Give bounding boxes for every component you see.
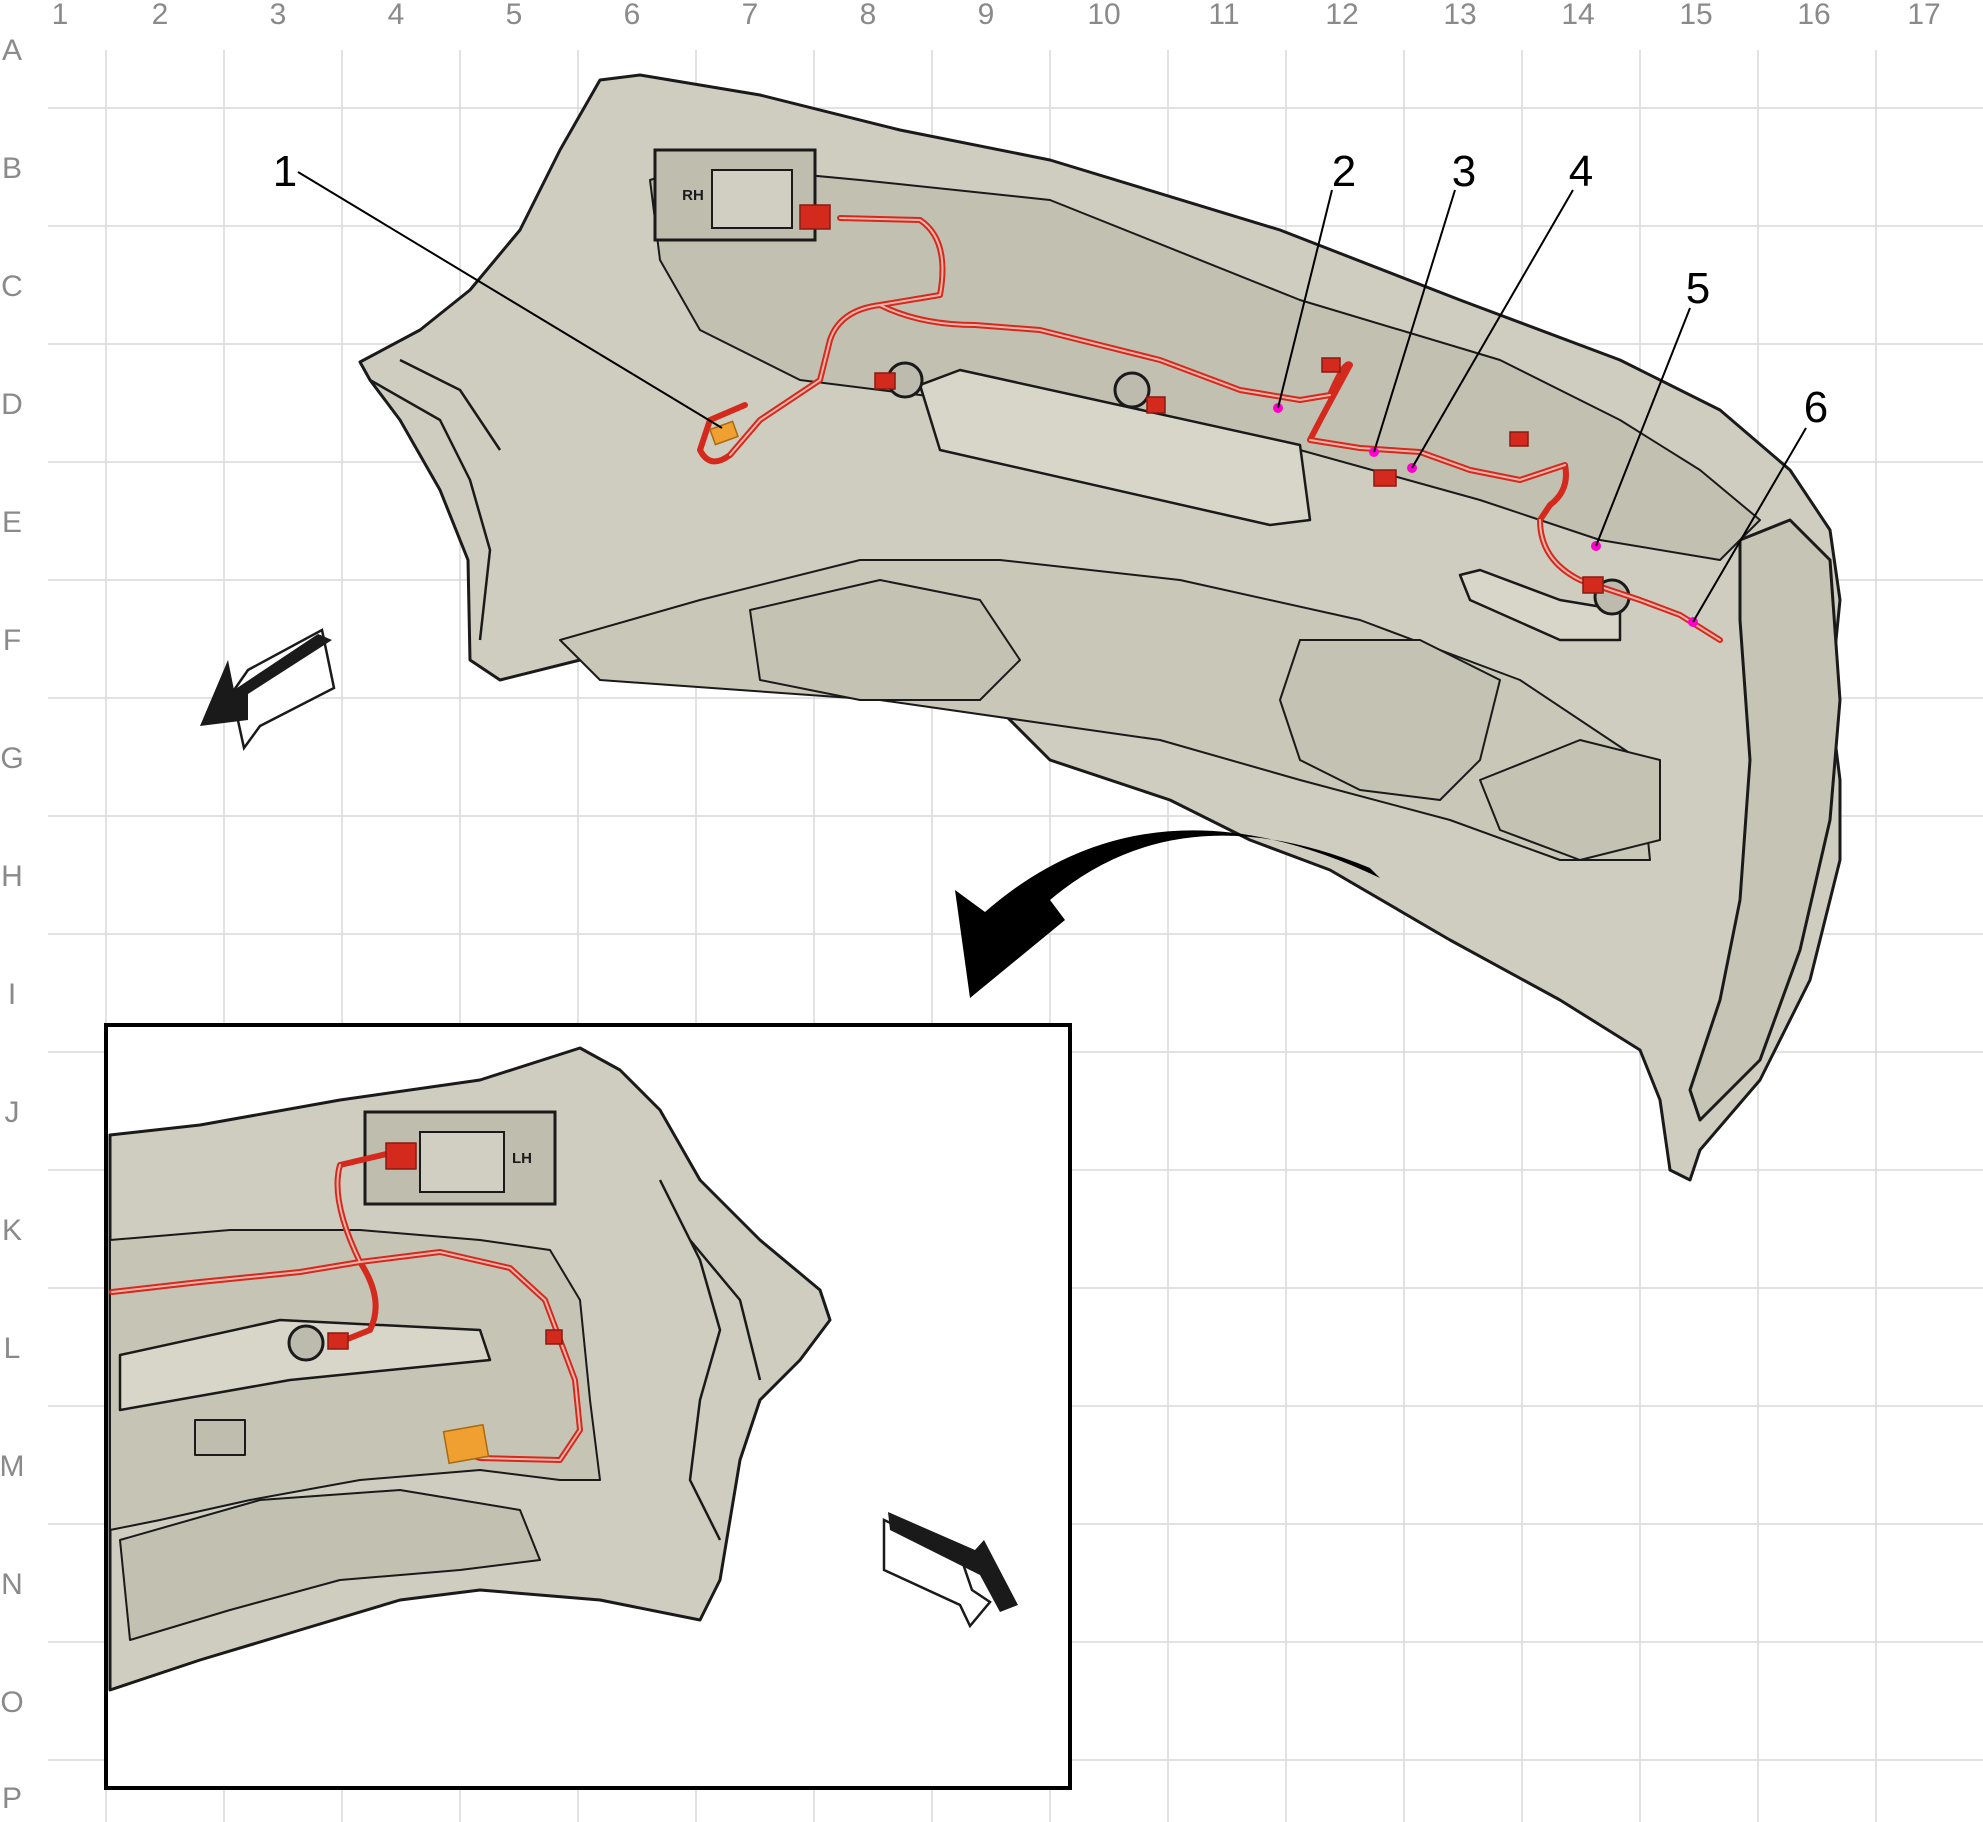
- row-label: M: [0, 1450, 25, 1483]
- inset-end-bracket: [658, 1179, 762, 1541]
- callout-1: 1: [273, 147, 297, 196]
- column-labels: 1 2 3 4 5 6 7 8 9 10 11 12 13 14 15 16 1…: [52, 0, 1941, 31]
- connector: [709, 420, 739, 446]
- row-label: K: [2, 1214, 22, 1247]
- column-label: 12: [1325, 0, 1358, 31]
- wiring-harness-inset: [109, 1149, 583, 1463]
- parking-sensors-top: [886, 361, 1631, 616]
- leader-line: [1411, 189, 1574, 469]
- connector: [385, 1142, 417, 1170]
- inset-plate-slot: [194, 1419, 246, 1456]
- parking-sensor: [287, 1324, 325, 1362]
- column-label: 1: [52, 0, 69, 31]
- arrow-front-face: [200, 634, 332, 726]
- leader-line: [1373, 189, 1456, 453]
- bracket-side-label: RH: [682, 187, 704, 204]
- direction-arrow-icon: [882, 1512, 1018, 1629]
- parking-sensor: [1113, 371, 1151, 409]
- right-absorber-block: [1458, 568, 1622, 642]
- connector: [442, 1423, 490, 1465]
- wiring-harness-top: [697, 215, 1723, 643]
- column-label: 3: [270, 0, 287, 31]
- column-label: 8: [860, 0, 877, 31]
- row-label: E: [2, 506, 22, 539]
- column-label: 5: [506, 0, 523, 31]
- row-label: C: [1, 270, 23, 303]
- row-labels: A B C D E F G H I J K L M N O P: [0, 34, 25, 1815]
- bracket-window: [711, 169, 793, 229]
- left-lower-recess: [749, 579, 1021, 701]
- column-label: 17: [1907, 0, 1940, 31]
- connector: [545, 1329, 563, 1345]
- connector: [1373, 469, 1397, 487]
- column-label: 14: [1561, 0, 1594, 31]
- left-end-bracket: [369, 358, 502, 641]
- harness-highlight: [729, 217, 1721, 641]
- harness-highlight: [111, 1164, 581, 1461]
- row-label: H: [1, 860, 23, 893]
- harness-connectors-inset: [327, 1142, 563, 1350]
- license-plate-recess: [1279, 639, 1501, 801]
- bumper-inner-channel: [649, 164, 1761, 561]
- connector: [799, 204, 831, 230]
- row-label: D: [1, 388, 23, 421]
- column-label: 9: [978, 0, 995, 31]
- arrow-front-face: [888, 1512, 1018, 1612]
- connector: [327, 1332, 349, 1350]
- curved-arrow-icon: [955, 830, 1380, 998]
- row-label: A: [2, 34, 22, 67]
- direction-arrow-icon: [200, 628, 336, 751]
- row-label: L: [4, 1332, 21, 1365]
- harness-connector-orange: [442, 1423, 490, 1465]
- row-label: J: [5, 1096, 20, 1129]
- bracket-side-label: LH: [512, 1150, 532, 1167]
- row-label: G: [0, 742, 23, 775]
- inset-beam: [118, 1318, 492, 1412]
- curved-arrow-body: [955, 830, 1380, 998]
- callout-6: 6: [1804, 383, 1828, 432]
- column-label: 11: [1208, 0, 1239, 31]
- column-label: 4: [388, 0, 405, 31]
- rh-sensor-bracket: RH: [653, 148, 817, 242]
- harness-connectors-top: [799, 204, 1604, 594]
- column-label: 2: [152, 0, 169, 31]
- arrow-side-face: [230, 628, 336, 751]
- connector: [1321, 357, 1341, 373]
- callout-3: 3: [1452, 147, 1476, 196]
- bumper-right-face: [1688, 518, 1842, 1122]
- leader-line: [297, 171, 723, 429]
- connector: [874, 372, 896, 390]
- connector: [1582, 576, 1604, 594]
- bracket-window: [419, 1131, 505, 1193]
- row-label: I: [8, 978, 16, 1011]
- callout-5: 5: [1686, 264, 1710, 313]
- row-label: B: [2, 152, 22, 185]
- leader-line: [1595, 307, 1691, 547]
- row-label: F: [3, 624, 21, 657]
- column-label: 15: [1679, 0, 1712, 31]
- row-label: O: [0, 1686, 23, 1719]
- inset-lower-recess: [119, 1489, 541, 1641]
- right-lower-recess: [1479, 739, 1661, 861]
- energy-absorber-beam: [918, 368, 1312, 527]
- column-label: 6: [624, 0, 641, 31]
- connector: [1146, 396, 1166, 414]
- column-label: 7: [742, 0, 759, 31]
- harness-connector-orange: [709, 420, 739, 446]
- callout-4: 4: [1569, 147, 1593, 196]
- leader-line: [1277, 189, 1333, 409]
- rear-bumper-fascia: [358, 73, 1842, 1182]
- column-label: 16: [1797, 0, 1830, 31]
- callout-2: 2: [1332, 147, 1356, 196]
- leader-line: [1692, 427, 1807, 623]
- column-label: 13: [1443, 0, 1476, 31]
- row-label: N: [1, 1568, 23, 1601]
- row-label: P: [2, 1782, 22, 1815]
- connector: [1509, 431, 1529, 447]
- column-label: 10: [1087, 0, 1120, 31]
